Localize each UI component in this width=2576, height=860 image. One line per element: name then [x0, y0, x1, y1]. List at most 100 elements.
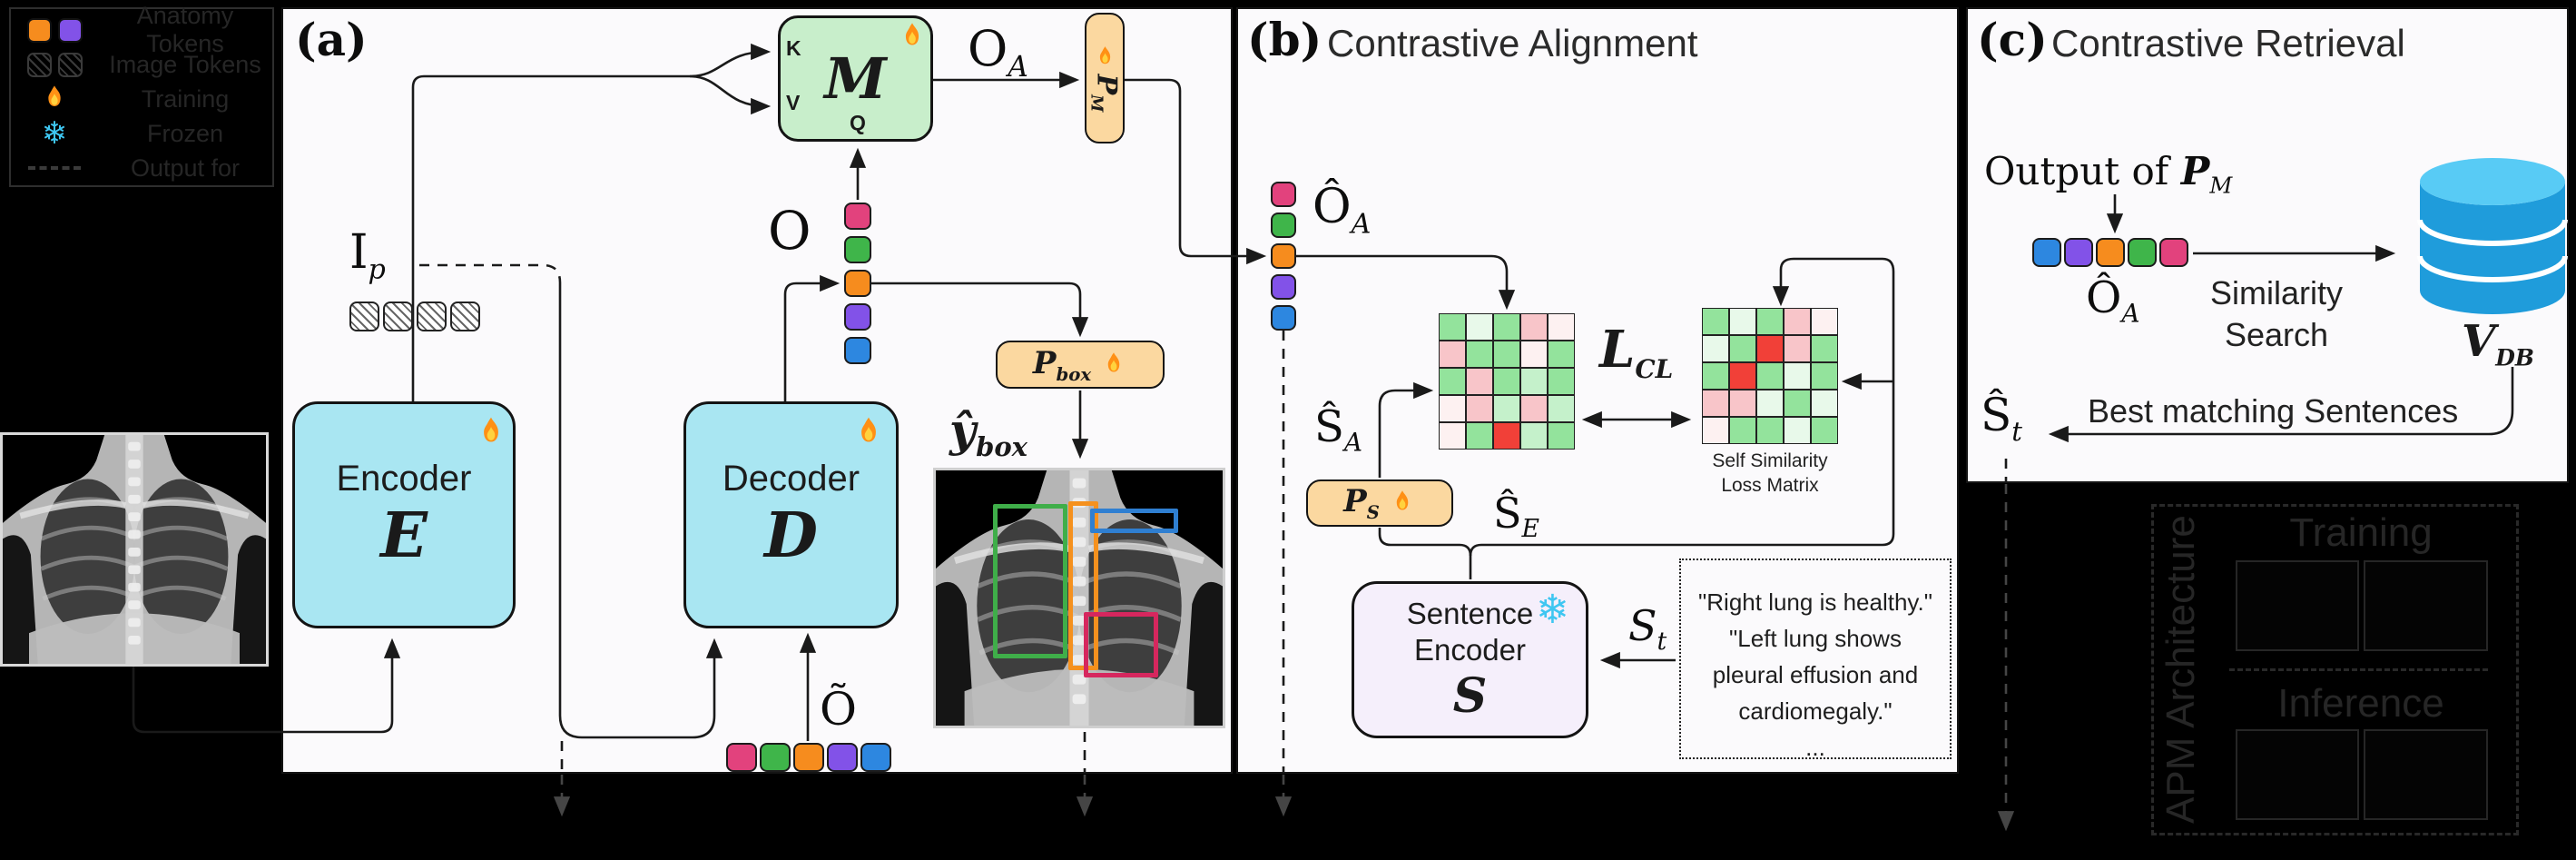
purple-anatomy-token — [2064, 238, 2093, 267]
similarity-cell — [1548, 313, 1575, 341]
flame-icon — [1396, 490, 1409, 510]
output-xray-image — [933, 468, 1225, 728]
input-xray-image — [0, 432, 269, 667]
pink-anatomy-token — [1271, 182, 1296, 207]
legend-row-image-tokens: Image Tokens — [11, 47, 272, 82]
similarity-cell — [1702, 335, 1729, 362]
blue-anatomy-token — [1271, 305, 1296, 331]
legend-row-anatomy-tokens: Anatomy Tokens — [11, 2, 272, 57]
fusion-v-label: V — [786, 91, 801, 114]
similarity-cell — [1811, 335, 1838, 362]
vector-database-icon — [2415, 154, 2570, 322]
pink-anatomy-token — [844, 203, 871, 230]
anatomy-tokens-icon — [11, 17, 98, 43]
similarity-cell — [1811, 417, 1838, 444]
similarity-cell — [1729, 308, 1756, 335]
similarity-cell — [1439, 395, 1466, 422]
panel-c-tag: (c) — [1977, 13, 2048, 66]
panel-c-title: Contrastive Retrieval — [2051, 22, 2405, 64]
sentence-quote: pleural effusion and — [1712, 661, 1919, 688]
bounding-box — [1068, 501, 1098, 670]
pbox-label: Pbox — [1032, 344, 1092, 385]
similarity-cell — [1756, 417, 1784, 444]
blue-anatomy-token — [844, 337, 871, 364]
legend-row-output-for: Output for — [11, 151, 272, 185]
similarity-matrix-left — [1439, 313, 1575, 450]
self-similarity-caption: Self Similarity Loss Matrix — [1712, 450, 1828, 496]
image-token — [349, 301, 379, 331]
similarity-cell — [1784, 390, 1811, 417]
green-anatomy-token — [844, 236, 871, 263]
encoder-title: Encoder — [336, 458, 472, 499]
sentence-encoder-line2: Encoder — [1414, 633, 1526, 667]
snowflake-icon: ❄ — [41, 116, 68, 151]
sentence-quote: "Left lung shows — [1729, 625, 1902, 652]
similarity-cell — [1466, 341, 1493, 368]
similarity-cell — [1439, 368, 1466, 395]
vdb-label: VDB — [2462, 316, 2534, 371]
similarity-cell — [1439, 313, 1466, 341]
orange-anatomy-token — [2096, 238, 2125, 267]
apm-architecture-label: APM Architecture — [2158, 515, 2203, 825]
snowflake-icon: ❄ — [1536, 588, 1569, 632]
ps-projector-pill: PS — [1306, 479, 1453, 527]
sentence-quote: cardiomegaly." — [1738, 697, 1893, 725]
ghost-training-rect — [2364, 560, 2488, 651]
similarity-cell — [1439, 422, 1466, 450]
sentence-quote: ... — [1805, 734, 1825, 761]
flame-icon — [11, 84, 98, 114]
similarity-cell — [1702, 417, 1729, 444]
image-token — [417, 301, 447, 331]
flame-icon — [474, 416, 508, 455]
similarity-cell — [1756, 308, 1784, 335]
image-token — [383, 301, 413, 331]
bounding-box — [1090, 509, 1178, 533]
panel-a-tag: (a) — [295, 13, 368, 66]
flame-icon — [1107, 351, 1120, 371]
bounding-box — [993, 504, 1067, 658]
similarity-cell — [1493, 368, 1520, 395]
ip-label: Ip — [349, 225, 386, 286]
legend-label: Output for — [130, 153, 241, 182]
sentence-encoder-line1: Sentence — [1406, 597, 1534, 630]
panel-b-title: Contrastive Alignment — [1327, 22, 1698, 64]
o-label: O — [768, 200, 811, 262]
purple-anatomy-token — [827, 743, 858, 772]
similarity-cell — [1784, 308, 1811, 335]
decoder-box: Decoder D — [683, 401, 899, 628]
similarity-search-label: Similarity Search — [2209, 274, 2343, 353]
similarity-cell — [1702, 390, 1729, 417]
similarity-matrix-right — [1702, 308, 1838, 444]
lcl-loss-label: LCL — [1599, 320, 1674, 385]
similarity-cell — [1548, 341, 1575, 368]
similarity-cell — [1756, 362, 1784, 390]
similarity-cell — [1756, 335, 1784, 362]
panel-b-tag: (b) — [1247, 13, 1322, 66]
similarity-cell — [1729, 335, 1756, 362]
similarity-cell — [1493, 313, 1520, 341]
st-hat-label: Ŝt — [1981, 389, 2022, 447]
sentence-quote: "Right lung is healthy." — [1698, 588, 1932, 616]
ghost-inference-label: Inference — [2277, 681, 2444, 726]
similarity-cell — [1548, 368, 1575, 395]
orange-anatomy-token — [844, 270, 871, 297]
legend-label: Anatomy Tokens — [136, 2, 234, 57]
image-token-row — [349, 301, 480, 331]
pink-anatomy-token — [2159, 238, 2188, 267]
pm-projector-pill: PM — [1085, 13, 1125, 143]
oa-hat-label-c: ÔA — [2086, 272, 2140, 329]
decoder-symbol: D — [764, 499, 818, 572]
similarity-cell — [1548, 395, 1575, 422]
legend-label: Frozen — [146, 119, 224, 147]
similarity-cell — [1811, 362, 1838, 390]
similarity-cell — [1439, 341, 1466, 368]
legend-label: Image Tokens — [109, 50, 261, 78]
similarity-cell — [1729, 417, 1756, 444]
encoder-box: Encoder E — [292, 401, 516, 628]
ghost-inference-rect — [2364, 729, 2488, 820]
sentence-encoder-box: Sentence Encoder S — [1352, 581, 1588, 738]
green-anatomy-token — [1271, 213, 1296, 238]
green-anatomy-token — [2128, 238, 2157, 267]
sa-hat-label: ŜA — [1314, 401, 1362, 458]
anatomy-token-column — [844, 203, 871, 364]
